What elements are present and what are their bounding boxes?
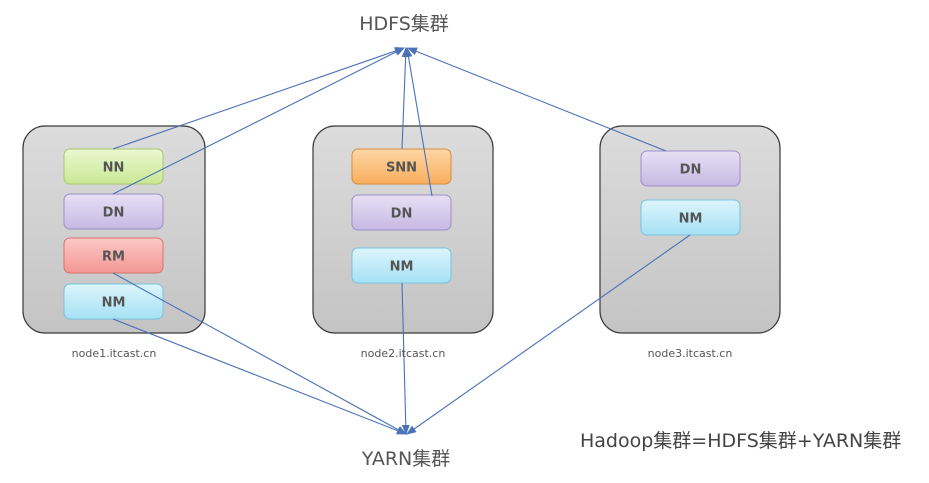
hdfs-cluster-title: HDFS集群: [359, 13, 449, 35]
node1-role-nm: NM: [63, 283, 164, 320]
role-label: DN: [391, 207, 413, 222]
node3-role-nm: NM: [640, 199, 741, 236]
node2-role-nm: NM: [351, 247, 452, 284]
yarn-cluster-title: YARN集群: [361, 448, 451, 470]
node1-role-nn: NN: [63, 148, 164, 185]
edge-node1-nm-to-yarn: [112, 318, 407, 435]
node3-role-dn: DN: [640, 150, 741, 187]
role-label: DN: [680, 163, 702, 178]
edge-node2-snn-to-hdfs: [401, 47, 410, 150]
node3-host-label: node3.itcast.cn: [648, 347, 733, 360]
role-label: DN: [103, 206, 125, 221]
role-label: NM: [679, 212, 703, 227]
edge-node3-nm-to-yarn: [406, 234, 691, 435]
node1-role-dn: DN: [63, 193, 164, 230]
cluster-formula: Hadoop集群=HDFS集群+YARN集群: [580, 430, 901, 452]
node2-role-dn: DN: [351, 194, 452, 231]
node1-host-label: node1.itcast.cn: [72, 347, 157, 360]
edge-node3-dn-to-hdfs: [407, 47, 667, 152]
edge-node1-rm-to-yarn: [112, 272, 407, 435]
role-label: RM: [102, 250, 125, 265]
edge-node2-dn-to-hdfs: [404, 47, 433, 197]
node2-role-snn: SNN: [351, 148, 452, 185]
role-label: NN: [103, 161, 125, 176]
edge-node2-nm-to-yarn: [401, 282, 410, 435]
edge-node1-nn-to-hdfs: [112, 47, 405, 150]
role-label: NM: [102, 296, 126, 311]
role-label: SNN: [386, 161, 417, 176]
edge-node1-dn-to-hdfs: [112, 47, 405, 195]
node1-role-rm: RM: [63, 237, 164, 274]
role-label: NM: [390, 260, 414, 275]
node2-host-label: node2.itcast.cn: [361, 347, 446, 360]
